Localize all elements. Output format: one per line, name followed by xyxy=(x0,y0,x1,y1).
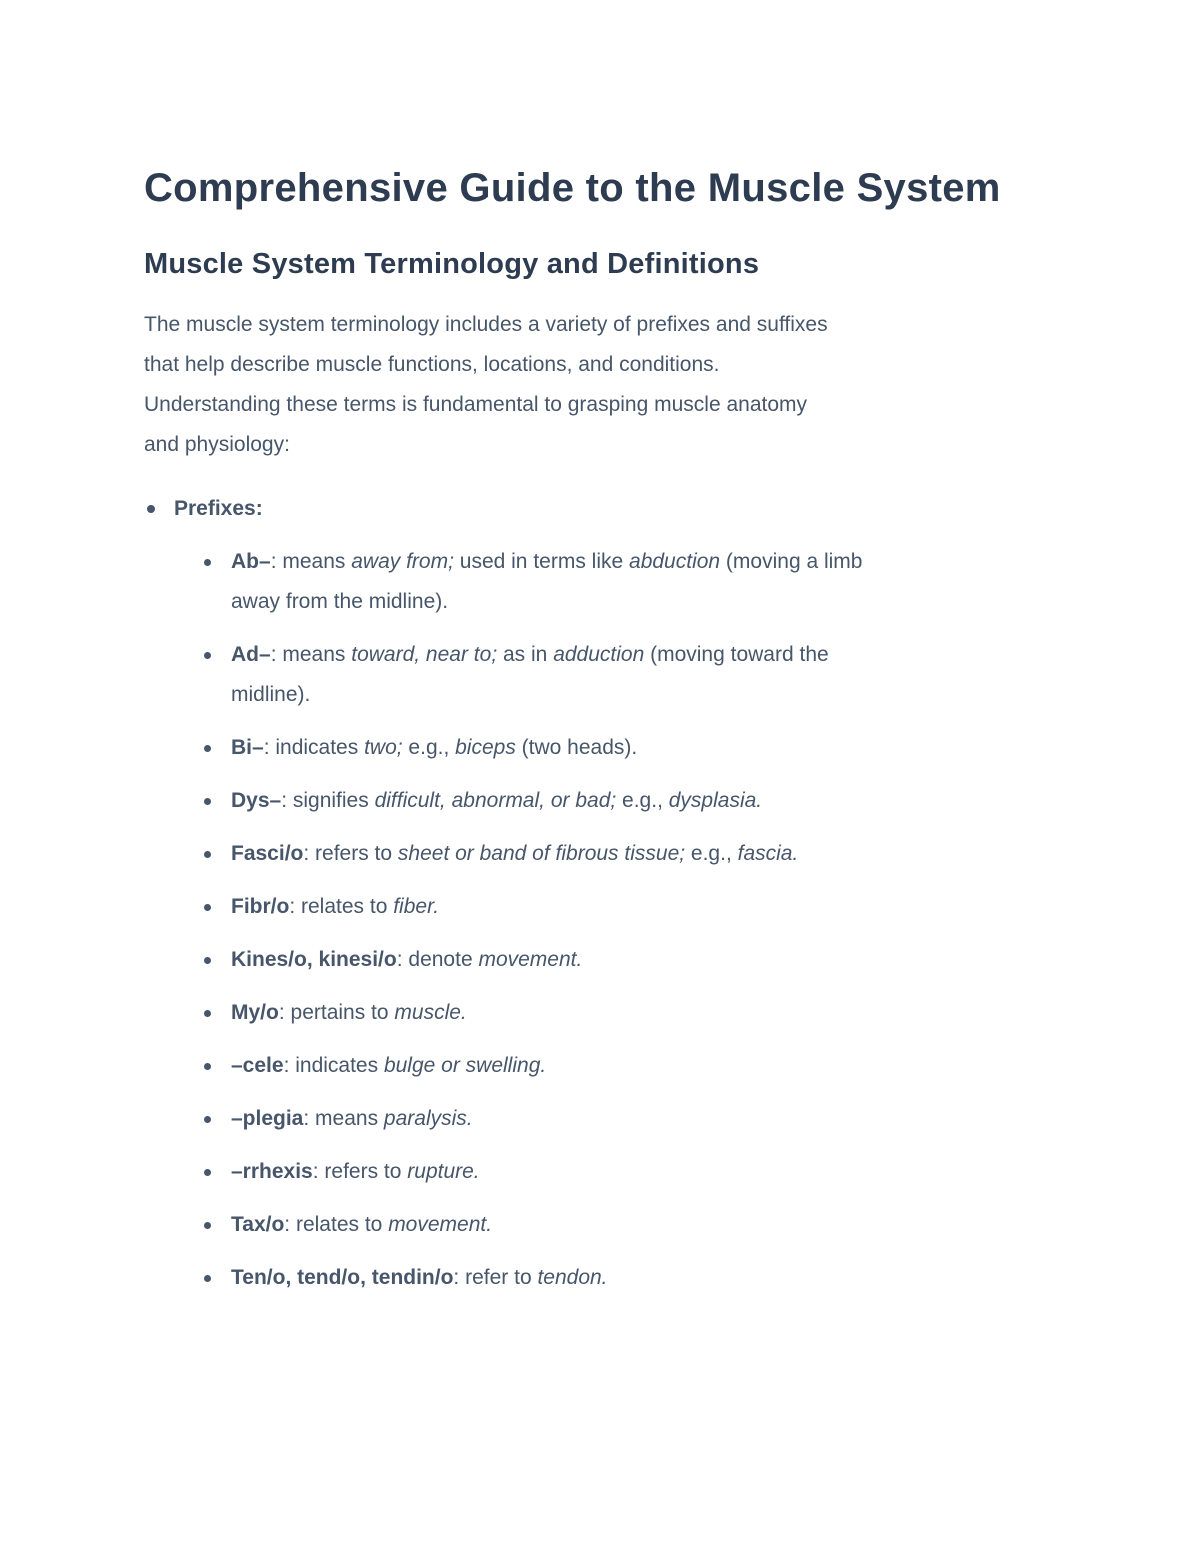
list-item: Fasci/o: refers to sheet or band of fibr… xyxy=(201,834,1056,874)
list-item: My/o: pertains to muscle. xyxy=(201,993,1056,1033)
intro-paragraph: The muscle system terminology includes a… xyxy=(144,312,828,456)
prefixes-label: Prefixes: xyxy=(174,496,263,520)
list-item: Bi–: indicates two; e.g., biceps (two he… xyxy=(201,728,1056,768)
section-heading: Muscle System Terminology and Definition… xyxy=(144,248,760,280)
list-item: Ab–: means away from; used in terms like… xyxy=(201,542,1056,622)
list-item-prefixes: Prefixes: Ab–: means away from; used in … xyxy=(144,489,1056,1298)
document-title: Comprehensive Guide to the Muscle System xyxy=(144,166,1001,210)
prefix-definitions-list: Ab–: means away from; used in terms like… xyxy=(201,542,1056,1298)
list-item: Ten/o, tend/o, tendin/o: refer to tendon… xyxy=(201,1258,1056,1298)
document-page: Comprehensive Guide to the Muscle System… xyxy=(144,166,1056,1298)
list-item: Ad–: means toward, near to; as in adduct… xyxy=(201,635,1056,715)
list-item: –rrhexis: refers to rupture. xyxy=(201,1152,1056,1192)
list-item: –cele: indicates bulge or swelling. xyxy=(201,1046,1056,1086)
list-item: Kines/o, kinesi/o: denote movement. xyxy=(201,940,1056,980)
terminology-list: Prefixes: Ab–: means away from; used in … xyxy=(144,489,1056,1298)
list-item: –plegia: means paralysis. xyxy=(201,1099,1056,1139)
list-item: Fibr/o: relates to fiber. xyxy=(201,887,1056,927)
list-item: Dys–: signifies difficult, abnormal, or … xyxy=(201,781,1056,821)
list-item: Tax/o: relates to movement. xyxy=(201,1205,1056,1245)
